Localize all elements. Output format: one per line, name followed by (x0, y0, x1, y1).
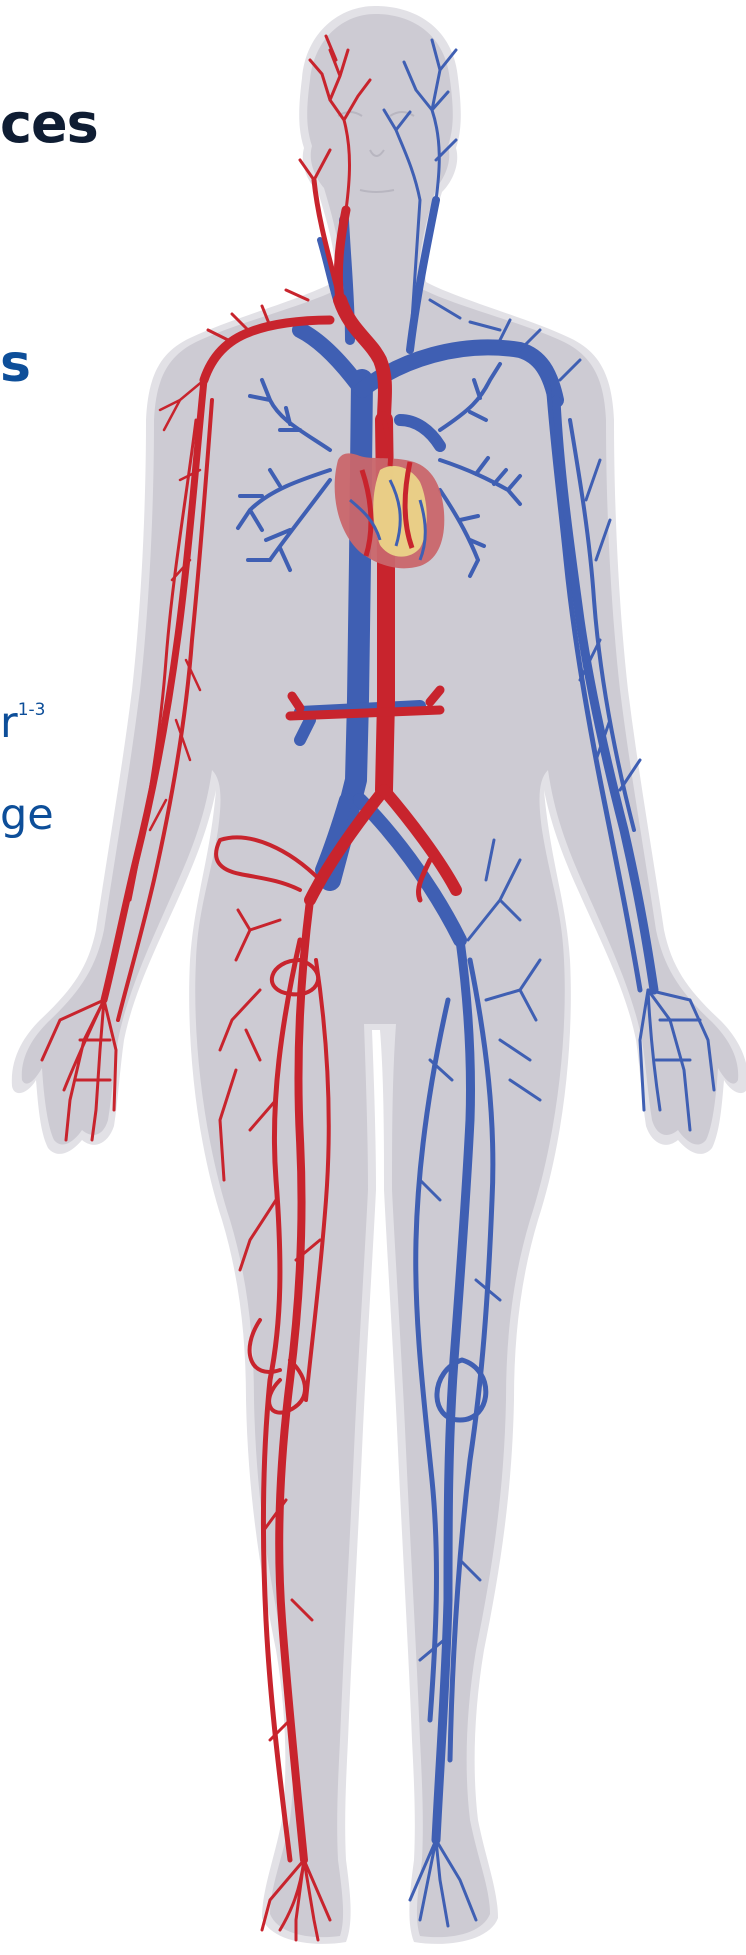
circulatory-system-figure (0, 0, 746, 1955)
human-circulatory-system-illustration (0, 0, 746, 1955)
